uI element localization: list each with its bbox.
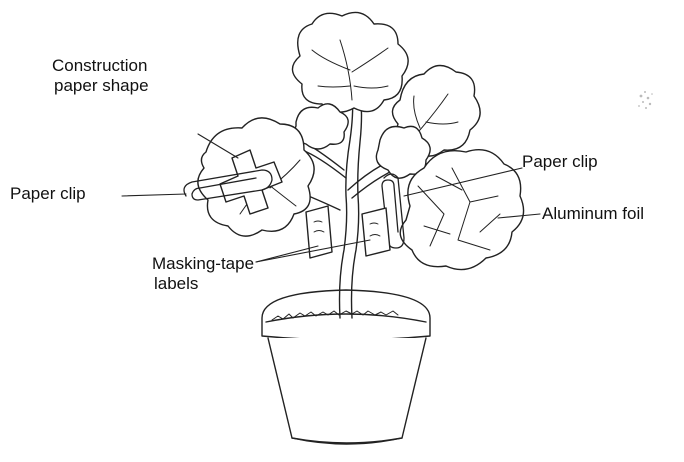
masking-tape-label-right bbox=[362, 208, 390, 256]
speckle-mark bbox=[638, 91, 653, 109]
construction-paper-shape-label-line2: paper shape bbox=[54, 76, 149, 96]
flower-pot bbox=[262, 290, 430, 444]
leaf-top bbox=[292, 12, 408, 112]
masking-tape-label-line2: labels bbox=[154, 274, 198, 294]
masking-tape-label-line1: Masking-tape bbox=[152, 254, 254, 274]
aluminum-foil-label: Aluminum foil bbox=[542, 204, 644, 224]
paper-clip-left-label: Paper clip bbox=[10, 184, 86, 204]
paper-clip-right-label: Paper clip bbox=[522, 152, 598, 172]
construction-paper-shape-label-line1: Construction bbox=[52, 56, 147, 76]
